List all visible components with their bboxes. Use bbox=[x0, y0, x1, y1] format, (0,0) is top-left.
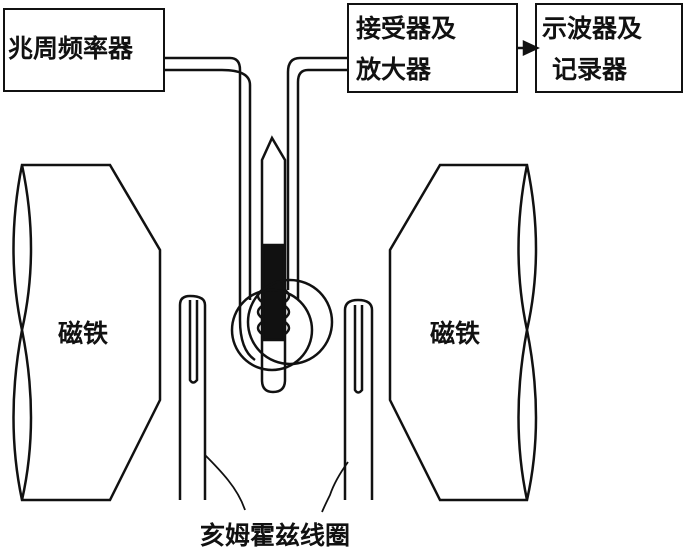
magnet-right-label: 磁铁 bbox=[430, 319, 481, 348]
helmholtz-coil-left bbox=[178, 294, 207, 500]
receiver-label-1: 接受器及 bbox=[356, 14, 457, 43]
helmholtz-coil-right bbox=[343, 298, 374, 500]
left-magnet bbox=[12, 163, 162, 502]
helmholtz-coil-label: 亥姆霍兹线圈 bbox=[200, 521, 351, 550]
pointer-right bbox=[321, 461, 349, 513]
coil-ring-outer bbox=[246, 278, 334, 366]
sample-tube bbox=[260, 135, 287, 394]
right-magnet bbox=[388, 163, 538, 502]
oscillator-lead bbox=[165, 56, 256, 362]
coil-ring bbox=[230, 288, 314, 372]
pointer-left bbox=[204, 454, 246, 511]
receiver-lead bbox=[286, 56, 347, 300]
recorder-label-1: 示波器及 bbox=[542, 14, 643, 43]
arrow-head bbox=[522, 40, 540, 56]
receiver-label-2: 放大器 bbox=[356, 55, 432, 84]
recorder-box bbox=[535, 3, 683, 93]
oscillator-label: 兆周频率器 bbox=[8, 34, 134, 63]
oscillator-box bbox=[3, 8, 165, 92]
sample bbox=[261, 243, 286, 342]
magnet-left-label: 磁铁 bbox=[58, 319, 109, 348]
receiver-box bbox=[347, 3, 518, 93]
recorder-label-2: 记录器 bbox=[552, 55, 628, 84]
